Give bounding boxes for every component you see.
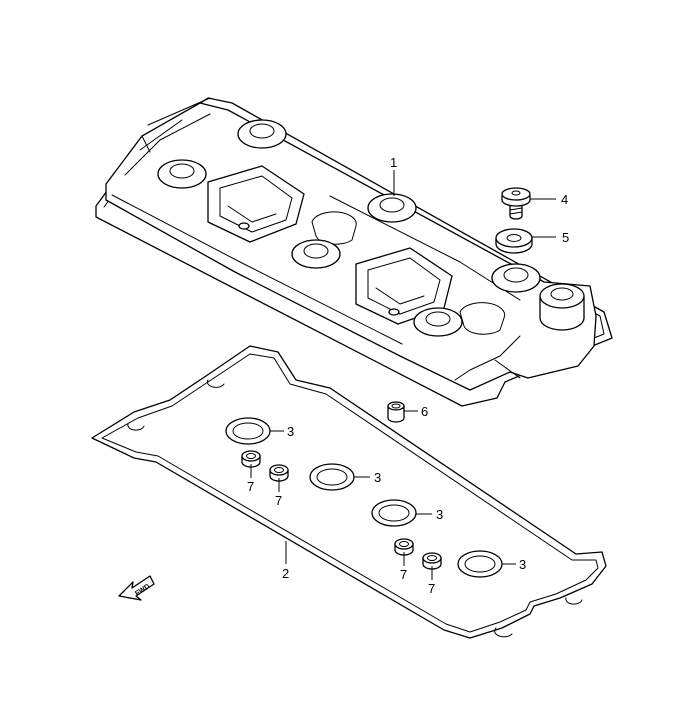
callout-1: 1 (390, 155, 397, 170)
head-cover-gasket (91, 345, 607, 639)
plug-seal-2 (309, 463, 355, 491)
cover-bolt (501, 187, 531, 220)
plug-seal-1 (225, 417, 271, 445)
small-seal-2 (269, 464, 289, 482)
plug-seal-4 (457, 550, 503, 578)
callout-7d: 7 (428, 581, 435, 596)
callout-3d: 3 (519, 557, 526, 572)
callout-7b: 7 (275, 493, 282, 508)
callout-3b: 3 (374, 470, 381, 485)
fwd-arrow-icon: FWD (118, 575, 155, 601)
callout-4: 4 (561, 192, 568, 207)
small-seal-3 (394, 538, 414, 556)
callout-3a: 3 (287, 424, 294, 439)
callout-labels: 1 4 5 6 3 3 3 3 7 7 7 7 2 (247, 155, 569, 596)
callout-3c: 3 (436, 507, 443, 522)
cylinder-head-cover (95, 97, 613, 407)
callout-5: 5 (562, 230, 569, 245)
callout-7a: 7 (247, 479, 254, 494)
callout-6: 6 (421, 404, 428, 419)
small-seal-4 (422, 552, 442, 570)
bolt-washer (495, 228, 533, 254)
callout-2: 2 (282, 566, 289, 581)
dowel-pin (387, 401, 405, 423)
leader-lines (250, 170, 556, 580)
callout-7c: 7 (400, 567, 407, 582)
plug-seal-3 (371, 499, 417, 527)
